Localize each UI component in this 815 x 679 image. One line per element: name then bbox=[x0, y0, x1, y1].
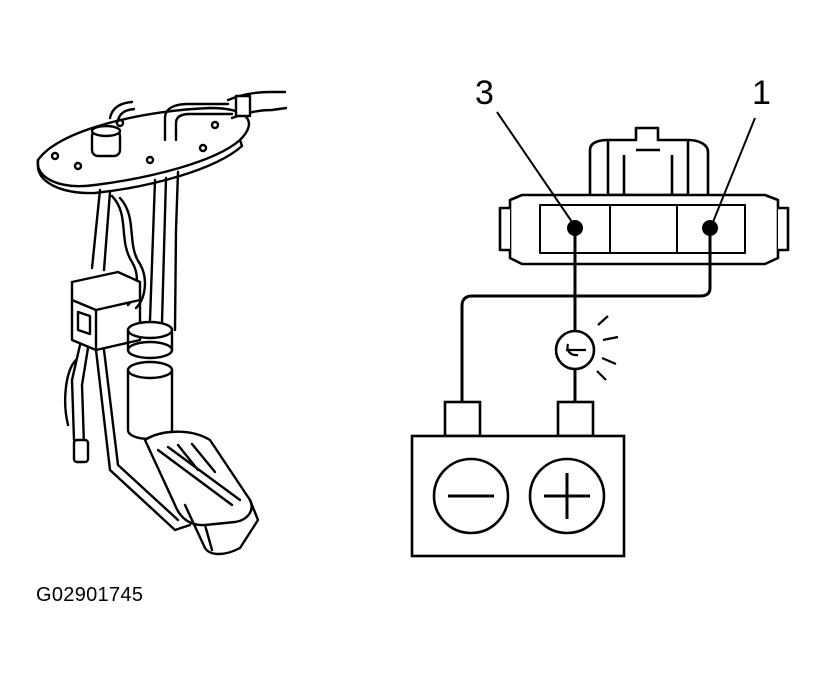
minus-icon bbox=[432, 457, 510, 535]
pump-connector bbox=[498, 126, 790, 266]
battery-negative-terminal bbox=[443, 400, 482, 438]
test-lamp-icon bbox=[554, 315, 619, 381]
pin-1-label: 1 bbox=[752, 74, 771, 112]
battery bbox=[410, 400, 626, 558]
fuel-pump-assembly-illustration bbox=[36, 90, 288, 556]
leader-lines bbox=[496, 111, 756, 223]
figure-id: G02901745 bbox=[36, 584, 144, 606]
pin-3-label: 3 bbox=[475, 74, 494, 112]
plus-icon bbox=[528, 457, 606, 535]
battery-positive-terminal bbox=[556, 400, 595, 438]
test-wiring bbox=[460, 228, 712, 402]
